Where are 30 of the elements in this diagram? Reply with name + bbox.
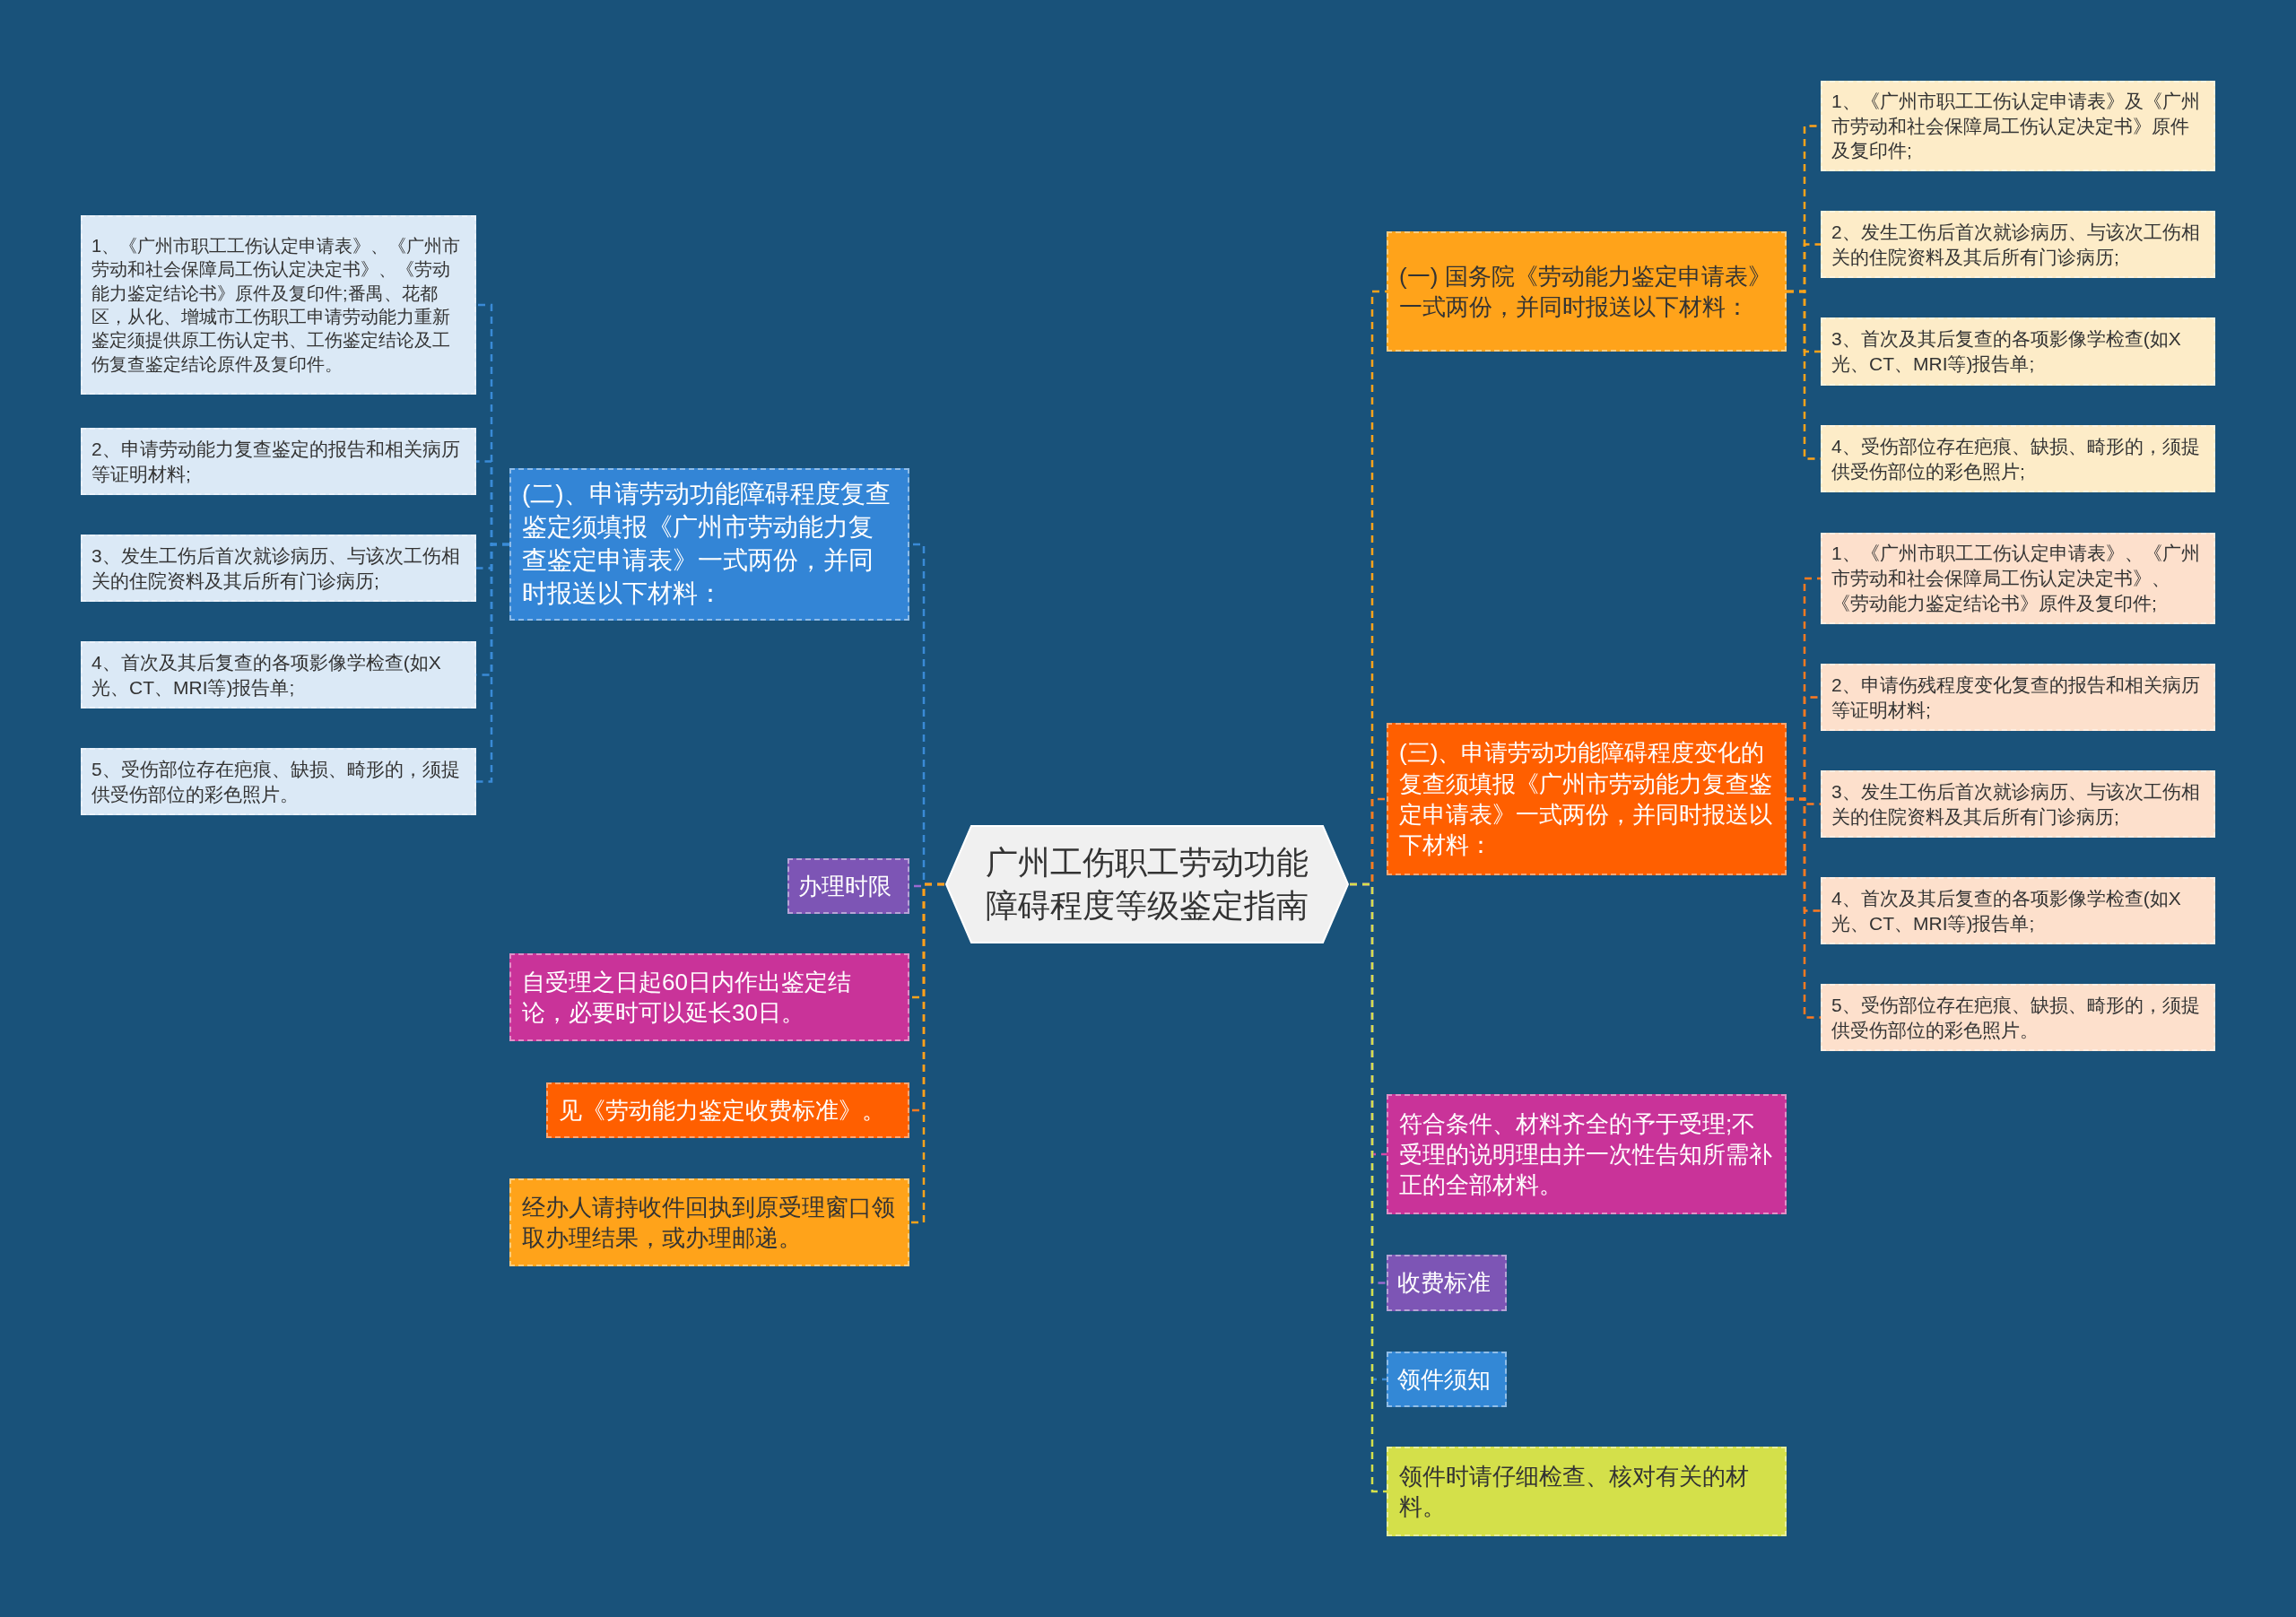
topic-box: 3、发生工伤后首次就诊病历、与该次工伤相关的住院资料及其后所有门诊病历; [81, 535, 476, 602]
topic-box: 2、申请劳动能力复查鉴定的报告和相关病历等证明材料; [81, 428, 476, 495]
topic-box: 1、《广州市职工工伤认定申请表》、《广州市劳动和社会保障局工伤认定决定书》、《劳动能力鉴定结论书》原件及复印件; [1821, 533, 2215, 624]
topic-box: (一) 国务院《劳动能力鉴定申请表》一式两份，并同时报送以下材料： [1387, 231, 1787, 352]
topic-box: 2、申请伤残程度变化复查的报告和相关病历等证明材料; [1821, 664, 2215, 731]
topic-box: 符合条件、材料齐全的予于受理;不受理的说明理由并一次性告知所需补正的全部材料。 [1387, 1094, 1787, 1214]
central-topic: 广州工伤职工劳动功能障碍程度等级鉴定指南 [944, 824, 1350, 944]
topic-box: 1、《广州市职工工伤认定申请表》及《广州市劳动和社会保障局工伤认定决定书》原件及复印件; [1821, 81, 2215, 171]
topic-box: 4、首次及其后复查的各项影像学检查(如X光、CT、MRI等)报告单; [81, 641, 476, 709]
topic-box: 5、受伤部位存在疤痕、缺损、畸形的，须提供受伤部位的彩色照片。 [1821, 984, 2215, 1051]
topic-box: (二)、申请劳动功能障碍程度复查鉴定须填报《广州市劳动能力复查鉴定申请表》一式两份，并同时报送以下材料： [509, 468, 909, 621]
topic-box: 自受理之日起60日内作出鉴定结论，必要时可以延长30日。 [509, 953, 909, 1041]
topic-box: 4、受伤部位存在疤痕、缺损、畸形的，须提供受伤部位的彩色照片; [1821, 425, 2215, 492]
topic-box: 领件时请仔细检查、核对有关的材料。 [1387, 1447, 1787, 1536]
topic-box: 5、受伤部位存在疤痕、缺损、畸形的，须提供受伤部位的彩色照片。 [81, 748, 476, 815]
topic-box: (三)、申请劳动功能障碍程度变化的复查须填报《广州市劳动能力复查鉴定申请表》一式两份，并同时报送以下材料： [1387, 723, 1787, 875]
topic-box: 经办人请持收件回执到原受理窗口领取办理结果，或办理邮递。 [509, 1178, 909, 1266]
topic-box: 3、首次及其后复查的各项影像学检查(如X光、CT、MRI等)报告单; [1821, 317, 2215, 386]
topic-box: 3、发生工伤后首次就诊病历、与该次工伤相关的住院资料及其后所有门诊病历; [1821, 770, 2215, 838]
topic-box: 1、《广州市职工工伤认定申请表》、《广州市劳动和社会保障局工伤认定决定书》、《劳动能力鉴定结论书》原件及复印件;番禺、花都区，从化、增城市工伤职工申请劳动能力重新鉴定须提供原工伤认定书、工伤鉴定结论及工伤复查鉴定结论原件及复印件。 [81, 215, 476, 395]
topic-box: 领件须知 [1387, 1352, 1507, 1407]
topic-box: 4、首次及其后复查的各项影像学检查(如X光、CT、MRI等)报告单; [1821, 877, 2215, 944]
connector-line [1787, 797, 1821, 1019]
topic-box: 办理时限 [787, 858, 909, 914]
topic-box: 2、发生工伤后首次就诊病历、与该次工伤相关的住院资料及其后所有门诊病历; [1821, 211, 2215, 278]
connector-line [1350, 882, 1387, 1493]
connector-line [909, 882, 944, 1224]
topic-box: 收费标准 [1387, 1255, 1507, 1311]
connector-line [476, 543, 509, 783]
topic-box: 见《劳动能力鉴定收费标准》。 [546, 1082, 909, 1138]
